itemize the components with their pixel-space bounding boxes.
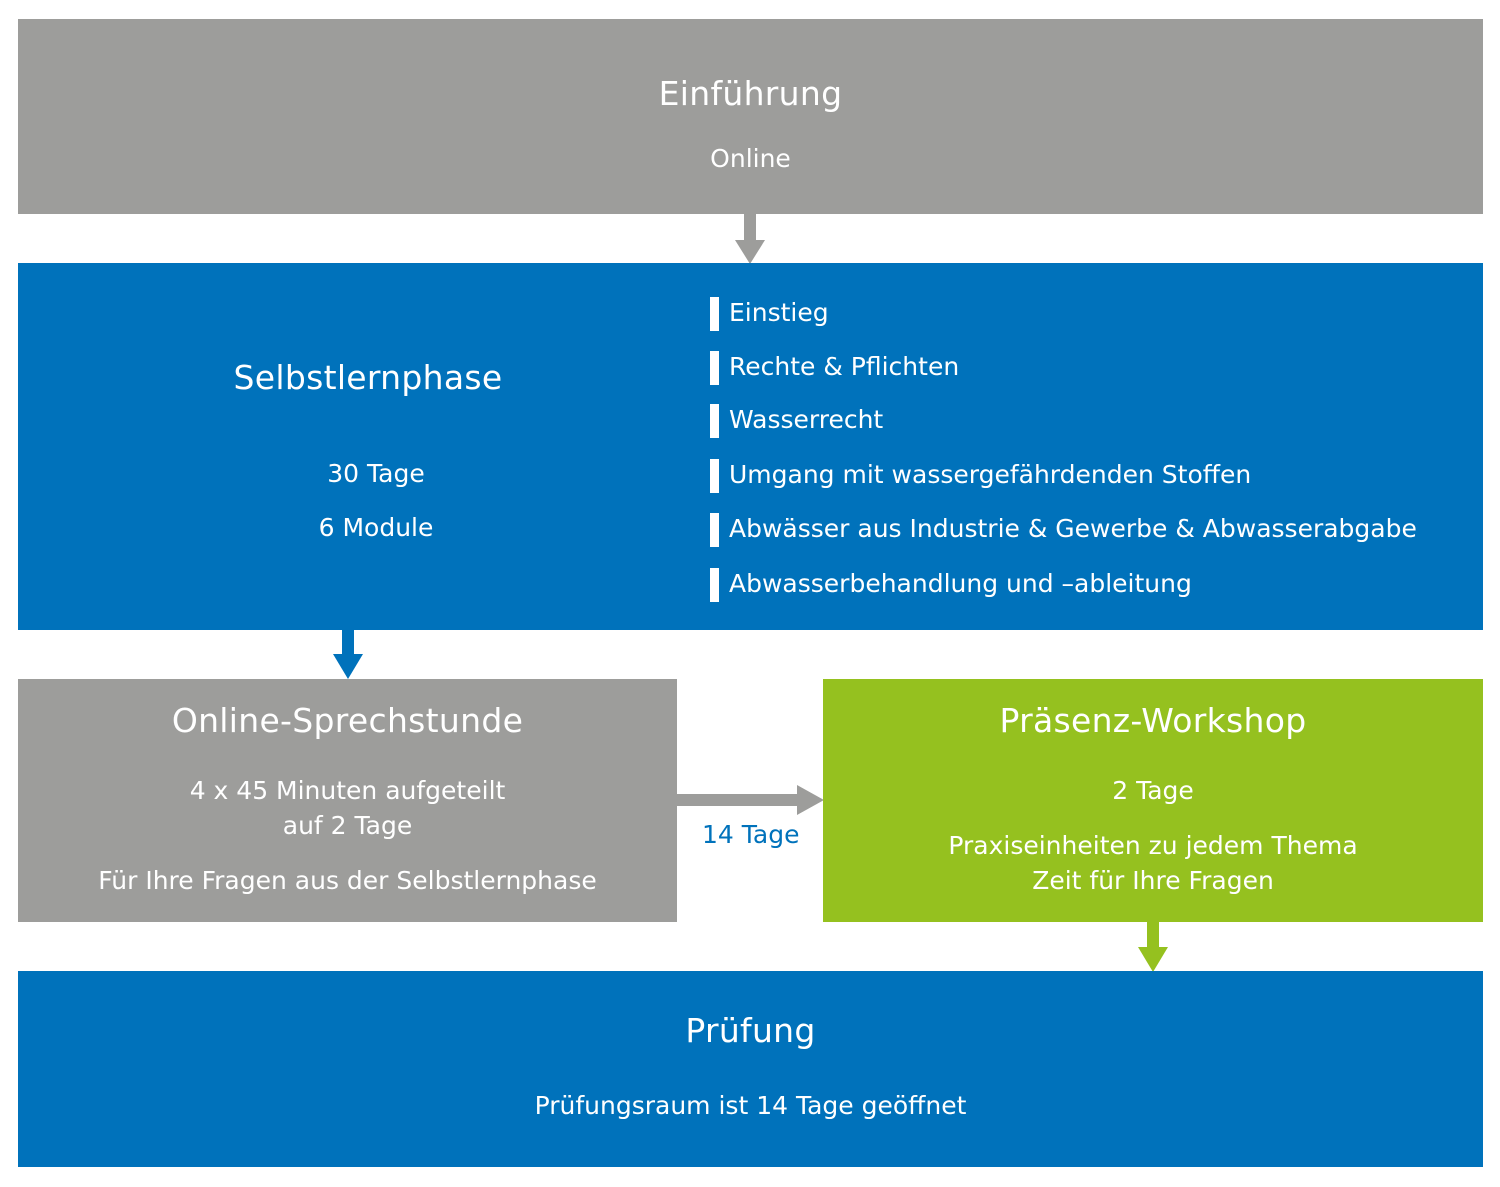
sprechstunde-box: Online-Sprechstunde 4 x 45 Minuten aufge… <box>18 679 677 922</box>
module-label: Wasserrecht <box>729 405 884 434</box>
einfuehrung-box: Einführung Online <box>18 19 1483 214</box>
workshop-title: Präsenz-Workshop <box>999 701 1307 740</box>
arrow-right-icon <box>677 785 824 815</box>
selbstlernphase-title: Selbstlernphase <box>233 358 503 397</box>
workshop-line1: 2 Tage <box>1112 776 1194 805</box>
arrow-down-icon <box>1138 922 1168 972</box>
workshop-line3: Zeit für Ihre Fragen <box>1032 866 1274 895</box>
module-label: Abwasserbehandlung und –ableitung <box>729 569 1192 598</box>
einfuehrung-title: Einführung <box>658 74 843 113</box>
bullet-bar-icon <box>710 513 719 547</box>
einfuehrung-subtitle: Online <box>710 144 791 173</box>
module-label: Einstieg <box>729 298 829 327</box>
arrow-down-icon <box>735 214 765 264</box>
pruefung-subtitle: Prüfungsraum ist 14 Tage geöffnet <box>534 1091 967 1120</box>
sprechstunde-line3: Für Ihre Fragen aus der Selbstlernphase <box>98 866 597 895</box>
bullet-bar-icon <box>710 459 719 493</box>
workshop-line2: Praxiseinheiten zu jedem Thema <box>948 831 1358 860</box>
module-label: Abwässer aus Industrie & Gewerbe & Abwas… <box>729 514 1417 543</box>
module-label: Rechte & Pflichten <box>729 352 960 381</box>
bullet-bar-icon <box>710 568 719 602</box>
arrow-down-icon <box>333 630 363 679</box>
transition-duration-label: 14 Tage <box>702 820 800 849</box>
sprechstunde-line1: 4 x 45 Minuten aufgeteilt <box>189 776 506 805</box>
bullet-bar-icon <box>710 351 719 385</box>
selbstlernphase-modules: 6 Module <box>318 513 434 542</box>
selbstlernphase-duration: 30 Tage <box>327 459 425 488</box>
pruefung-box: Prüfung Prüfungsraum ist 14 Tage geöffne… <box>18 971 1483 1167</box>
pruefung-title: Prüfung <box>685 1011 816 1050</box>
bullet-bar-icon <box>710 297 719 331</box>
sprechstunde-line2: auf 2 Tage <box>282 811 413 840</box>
bullet-bar-icon <box>710 404 719 438</box>
workshop-box: Präsenz-Workshop 2 Tage Praxiseinheiten … <box>823 679 1483 922</box>
module-label: Umgang mit wassergefährdenden Stoffen <box>729 460 1252 489</box>
sprechstunde-title: Online-Sprechstunde <box>171 701 524 740</box>
selbstlernphase-box: Selbstlernphase 30 Tage 6 Module <box>18 263 1483 630</box>
